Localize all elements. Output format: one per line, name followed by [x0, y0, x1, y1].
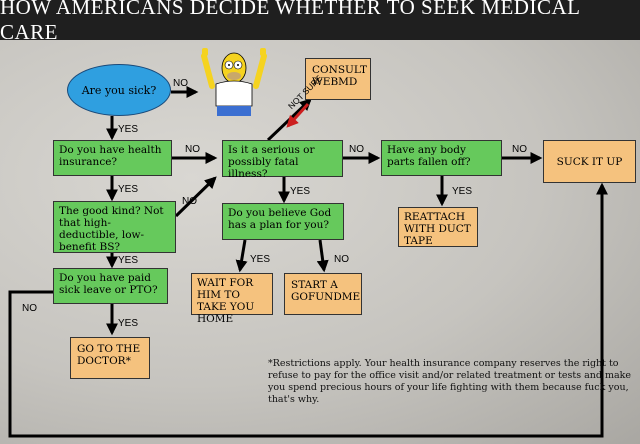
page-title: HOW AMERICANS DECIDE WHETHER TO SEEK MED…: [0, 0, 580, 44]
label-sickleave-no: NO: [22, 303, 37, 314]
node-good-kind-insurance: The good kind? Not that high-deductible,…: [53, 201, 176, 253]
label-serious-no: NO: [349, 144, 364, 155]
arrow-goodkind-no: [174, 176, 217, 218]
title-bar: HOW AMERICANS DECIDE WHETHER TO SEEK MED…: [0, 0, 640, 44]
label-serious-yes: YES: [290, 186, 311, 197]
node-text: Are you sick?: [81, 83, 157, 97]
node-health-insurance: Do you have health insurance?: [53, 140, 172, 176]
outcome-consult-webmd: CONSULT WEBMD: [305, 58, 371, 100]
label-goodkind-yes: YES: [118, 255, 139, 266]
outcome-reattach-duct-tape: REATTACH WITH DUCT TAPE: [398, 207, 478, 247]
arrow-god-no: [316, 239, 329, 273]
arrow-god-yes: [235, 239, 248, 273]
label-bodyparts-no: NO: [512, 144, 527, 155]
node-sick-leave: Do you have paid sick leave or PTO?: [53, 268, 168, 304]
cheering-cartoon-character-icon: [201, 48, 267, 116]
label-sick-no: NO: [173, 78, 188, 89]
arrow-sickleave-no: [8, 182, 608, 438]
node-serious-illness: Is it a serious or possibly fatal illnes…: [222, 140, 343, 180]
footnote: *Restrictions apply. Your health insuran…: [268, 358, 632, 405]
label-insurance-yes: YES: [118, 184, 139, 195]
label-insurance-no: NO: [185, 144, 200, 155]
label-goodkind-no: NO: [182, 196, 197, 207]
outcome-suck-it-up: SUCK IT UP: [543, 140, 636, 183]
outcome-go-to-doctor: GO TO THE DOCTOR*: [70, 337, 150, 379]
outcome-start-gofundme: START A GOFUNDME: [284, 273, 362, 315]
outcome-wait-for-him: WAIT FOR HIM TO TAKE YOU HOME: [191, 273, 273, 325]
label-sickleave-yes: YES: [118, 318, 139, 329]
label-bodyparts-yes: YES: [452, 186, 473, 197]
start-question-are-you-sick: Are you sick?: [67, 64, 171, 116]
label-sick-yes: YES: [118, 124, 139, 135]
node-believe-god: Do you believe God has a plan for you?: [222, 203, 344, 240]
label-god-no: NO: [334, 254, 349, 265]
node-body-parts: Have any body parts fallen off?: [381, 140, 502, 176]
arrow-webmd-return: [286, 102, 310, 128]
label-god-yes: YES: [250, 254, 271, 265]
